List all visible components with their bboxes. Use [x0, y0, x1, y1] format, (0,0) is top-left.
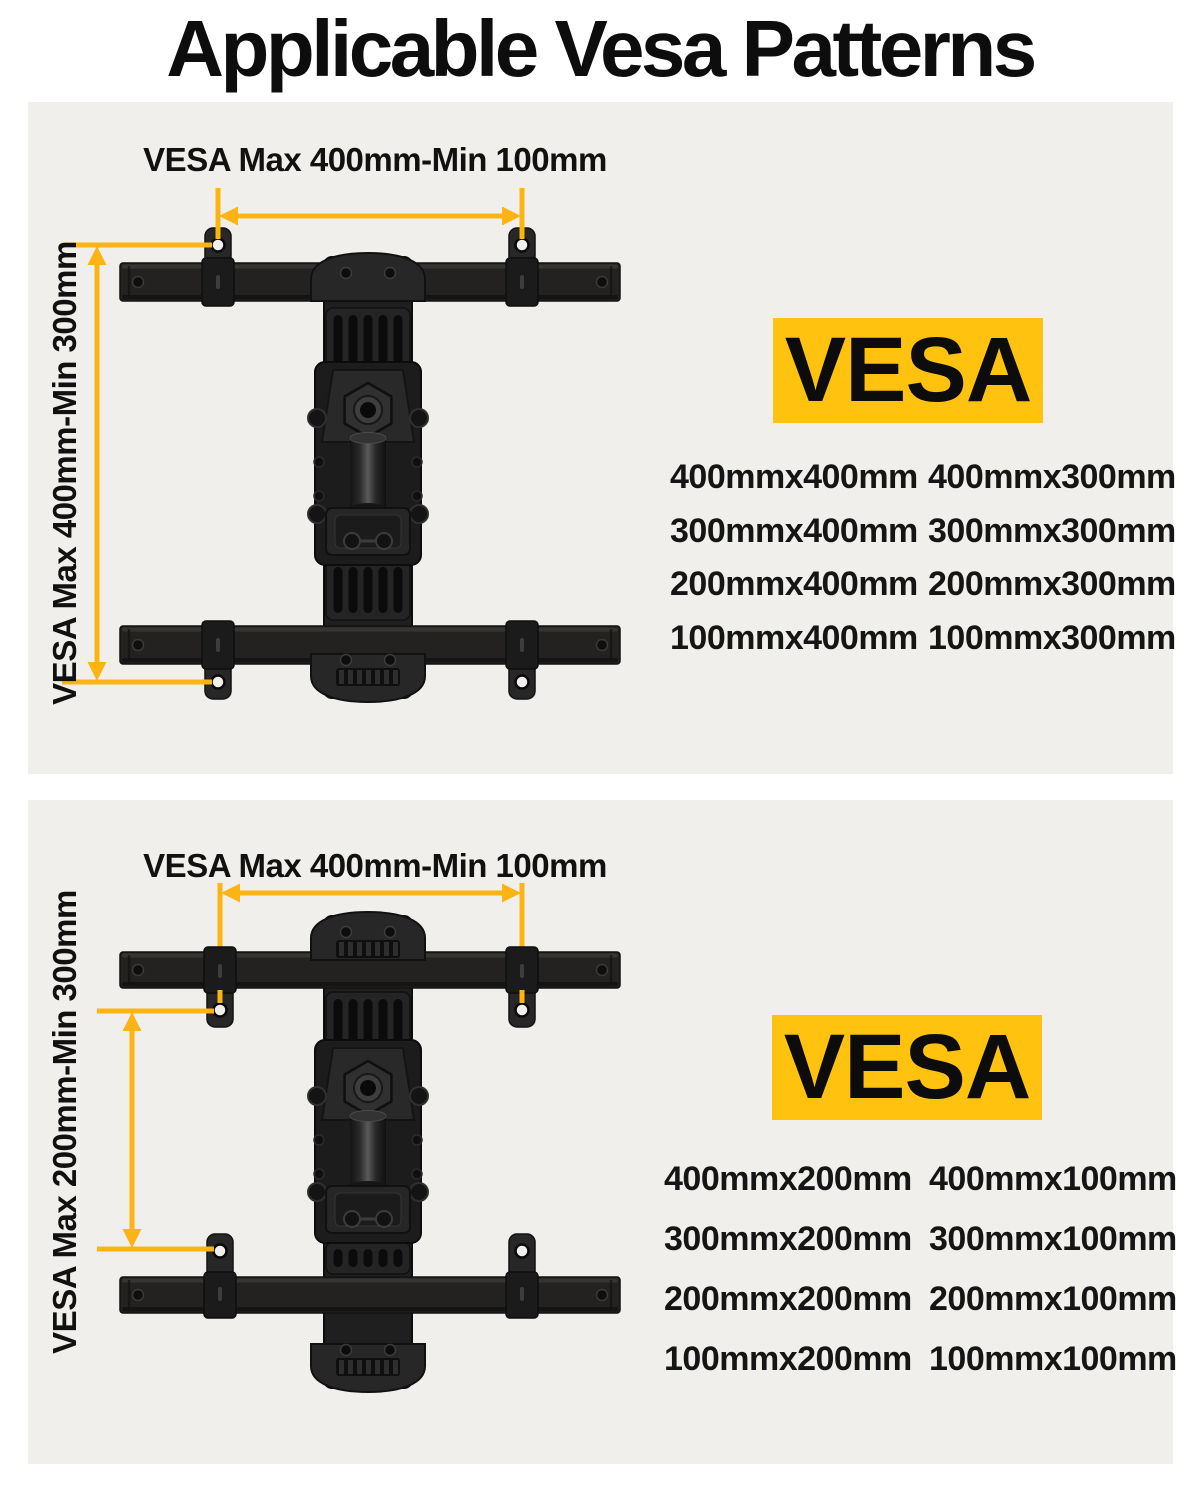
bracket-diagram-top [62, 188, 621, 704]
vesa-size-list-col1: 400mmx200mm 300mmx200mm 200mmx200mm 100m… [664, 1149, 912, 1389]
vesa-size: 200mmx400mm [670, 565, 918, 603]
dimension-arrows-over [97, 990, 525, 1252]
vesa-size: 200mmx100mm [929, 1280, 1177, 1318]
bracket-diagram-bottom [97, 883, 621, 1394]
vesa-size: 300mmx100mm [929, 1220, 1177, 1258]
dimension-arrows-over [62, 188, 525, 685]
vesa-badge: VESA [772, 1015, 1042, 1120]
vesa-size: 200mmx200mm [664, 1280, 912, 1318]
horizontal-dimension-label: VESA Max 400mm-Min 100mm [143, 847, 607, 884]
vesa-size: 300mmx300mm [928, 511, 1176, 550]
dimension-arrows-under [87, 206, 521, 681]
vesa-size: 100mmx300mm [928, 618, 1176, 657]
vesa-size-list-col2: 400mmx100mm 300mmx100mm 200mmx100mm 100m… [929, 1149, 1177, 1389]
horizontal-dimension-label: VESA Max 400mm-Min 100mm [143, 141, 607, 178]
vesa-panel-bottom: VESA Max 400mm-Min 100mm VESA Max 200mm-… [28, 800, 1177, 1464]
tv-mount-bracket-illustration [119, 227, 621, 704]
vesa-size: 200mmx300mm [928, 565, 1176, 603]
vesa-size: 400mmx200mm [664, 1160, 912, 1198]
vesa-badge: VESA [773, 318, 1043, 423]
vesa-size: 100mmx100mm [929, 1340, 1177, 1378]
vesa-size: 300mmx400mm [670, 511, 918, 550]
tv-mount-bracket-illustration [119, 910, 621, 1394]
vesa-size: 300mmx200mm [664, 1220, 912, 1258]
vesa-size: 100mmx400mm [670, 618, 918, 657]
vesa-size: 400mmx100mm [929, 1160, 1177, 1198]
vertical-dimension-label: VESA Max 200mm-Min 300mm [46, 890, 83, 1354]
vesa-size-list-col2: 400mmx300mm 300mmx300mm 200mmx300mm 100m… [928, 451, 1176, 665]
vertical-dimension-label: VESA Max 400mm-Min 300mm [46, 241, 83, 705]
vesa-size: 100mmx200mm [664, 1340, 912, 1378]
vesa-size-list-col1: 400mmx400mm 300mmx400mm 200mmx400mm 100m… [670, 451, 918, 665]
vesa-size: 400mmx400mm [670, 458, 918, 496]
vesa-size: 400mmx300mm [928, 458, 1176, 496]
vesa-panel-top: VESA Max 400mm-Min 100mm VESA Max 400mm-… [28, 102, 1176, 774]
page-title: Applicable Vesa Patterns [166, 4, 1037, 93]
